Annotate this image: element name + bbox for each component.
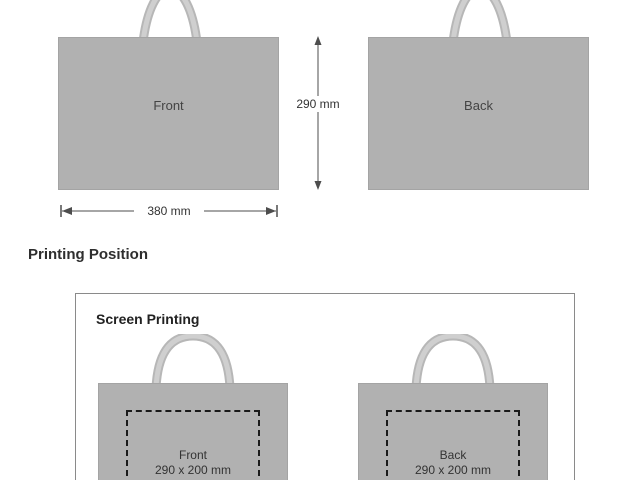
height-dimension-label: 290 mm [291,96,345,112]
screen-front-bag-handle [151,334,235,384]
front-bag-handle [139,0,201,38]
screen-front-bag: Front 290 x 200 mm [98,383,288,480]
screen-front-label: Front [178,448,207,462]
screen-printing-panel: Screen Printing Front 290 x 200 mm Back … [75,293,575,480]
screen-back-bag: Back 290 x 200 mm [358,383,548,480]
printing-position-heading: Printing Position [28,246,148,263]
back-bag-label: Back [464,98,493,113]
front-bag-label: Front [153,98,184,113]
screen-front-size: 290 x 200 mm [154,463,232,477]
screen-back-print-area: Back 290 x 200 mm [386,410,520,480]
front-bag: Front [58,37,279,190]
screen-back-label: Back [439,448,467,462]
screen-back-bag-handle [411,334,495,384]
width-dimension-label: 380 mm [134,203,204,219]
back-bag: Back [368,37,589,190]
screen-front-print-area: Front 290 x 200 mm [126,410,260,480]
height-dimension-line [314,36,322,190]
back-bag-handle [449,0,511,38]
screen-printing-title: Screen Printing [96,311,200,327]
screen-back-size: 290 x 200 mm [414,463,492,477]
